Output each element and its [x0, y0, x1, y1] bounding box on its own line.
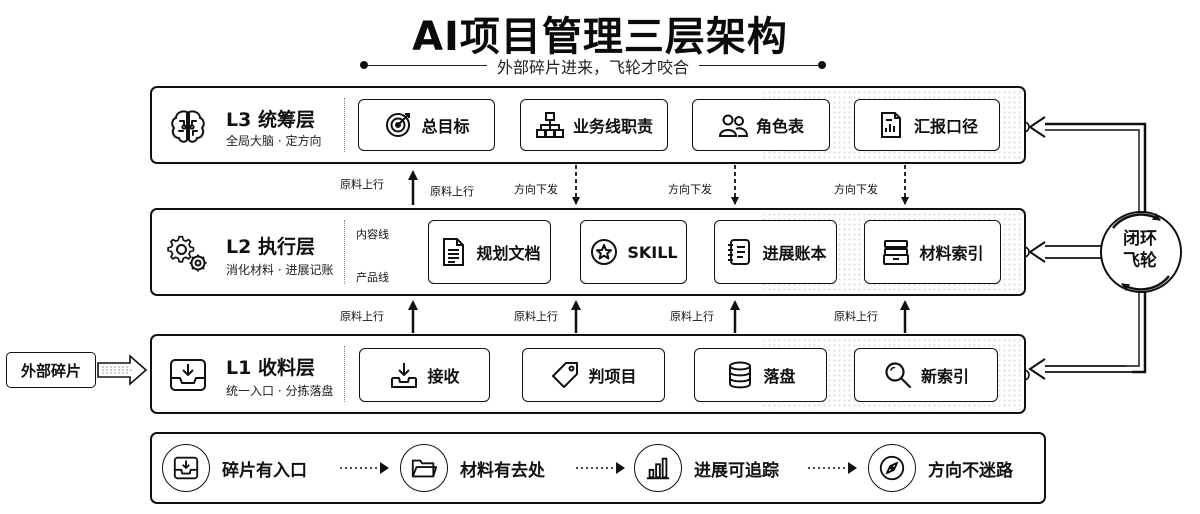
- benefit-label: 进展可追踪: [694, 460, 779, 481]
- content-line-label: 内容线: [356, 228, 389, 241]
- l2-box-label: 材料索引: [919, 244, 984, 263]
- direction-down-label: 方向下发: [668, 183, 712, 196]
- raw-up-label: 原料上行: [670, 310, 714, 323]
- benefits-bar: 碎片有入口 材料有去处 进展可追踪 方向不迷路: [150, 432, 1046, 504]
- benefit-item: 方向不迷路: [868, 434, 1013, 502]
- l1-box-label: 落盘: [763, 367, 796, 386]
- l3-box-report[interactable]: 汇报口径: [854, 99, 1000, 151]
- benefit-label: 材料有去处: [460, 460, 545, 481]
- page-title: AI项目管理三层架构: [412, 14, 788, 60]
- benefit-label: 碎片有入口: [222, 460, 307, 481]
- database-icon: [729, 361, 752, 389]
- layer-l3: L3 统筹层 全局大脑 · 定方向 总目标 业务线职责 角色表 汇报口径: [150, 86, 1026, 164]
- l1-box-classify[interactable]: 判项目: [522, 348, 665, 402]
- subtitle-dot-left: [360, 61, 368, 69]
- external-fragments-box: 外部碎片: [6, 352, 96, 388]
- l2-box-skill[interactable]: SKILL: [580, 220, 687, 284]
- layer-l3-header: L3 统筹层 全局大脑 · 定方向: [166, 88, 346, 162]
- benefit-icon-circle: [634, 444, 682, 492]
- l3-box-business-lines[interactable]: 业务线职责: [520, 99, 668, 151]
- l2-box-material-index[interactable]: 材料索引: [864, 220, 1001, 284]
- benefit-icon-circle: [400, 444, 448, 492]
- raw-up-label: 原料上行: [514, 310, 558, 323]
- external-input-arrow: [97, 354, 148, 386]
- layer-l1-title: L1 收料层: [226, 357, 315, 379]
- raw-up-arrows-l1-l2: [408, 300, 910, 333]
- archive-icon: [883, 240, 910, 265]
- direction-down-label: 方向下发: [834, 183, 878, 196]
- layer-l2-title: L2 执行层: [226, 236, 315, 258]
- layer-divider: [344, 220, 345, 284]
- layer-l1: L1 收料层 统一入口 · 分拣落盘 接收 判项目 落盘 新索引: [150, 334, 1026, 414]
- layer-l2-header: L2 执行层 消化材料 · 进展记账: [166, 210, 346, 294]
- benefit-icon-circle: [162, 444, 210, 492]
- l3-box-label: 角色表: [755, 117, 804, 136]
- compass-icon: [879, 455, 905, 481]
- star-badge-icon: [591, 239, 618, 265]
- benefit-item: 进展可追踪: [634, 434, 779, 502]
- benefit-item: 碎片有入口: [162, 434, 307, 502]
- layer-divider: [344, 98, 345, 152]
- layer-divider: [344, 346, 345, 402]
- l1-box-new-index[interactable]: 新索引: [854, 348, 998, 402]
- direction-down-label: 方向下发: [514, 183, 558, 196]
- l3-box-label: 业务线职责: [572, 117, 653, 136]
- folder-icon: [411, 459, 438, 478]
- inbox-icon: [170, 359, 206, 391]
- layer-l2-desc: 消化材料 · 进展记账: [226, 263, 334, 277]
- l3-box-label: 总目标: [421, 117, 470, 136]
- users-icon: [718, 114, 748, 137]
- layer-l3-title: L3 统筹层: [226, 109, 315, 131]
- benefit-icon-circle: [868, 444, 916, 492]
- bar-chart-icon: [646, 457, 670, 480]
- notebook-icon: [728, 239, 751, 265]
- l1-box-label: 新索引: [920, 367, 969, 386]
- gears-icon: [167, 235, 207, 272]
- raw-up-label: 原料上行: [834, 310, 878, 323]
- report-icon: [880, 112, 901, 138]
- subtitle: 外部碎片进来，飞轮才咬合: [360, 54, 826, 78]
- l2-box-label: 规划文档: [476, 244, 541, 263]
- subtitle-row: 外部碎片进来，飞轮才咬合: [360, 54, 826, 78]
- l1-box-label: 判项目: [588, 367, 637, 386]
- l2-box-label: 进展账本: [762, 244, 827, 263]
- l3-box-label: 汇报口径: [913, 117, 978, 136]
- subtitle-text: 外部碎片进来，飞轮才咬合: [486, 58, 699, 77]
- benefit-label: 方向不迷路: [928, 460, 1013, 481]
- document-icon: [443, 238, 465, 266]
- target-icon: [386, 113, 411, 137]
- org-chart-icon: [535, 112, 564, 138]
- loop-label-line2: 飞轮: [1123, 251, 1157, 271]
- tag-icon: [552, 362, 579, 388]
- layer-l1-desc: 统一入口 · 分拣落盘: [226, 384, 334, 398]
- layer-l1-header: L1 收料层 统一入口 · 分拣落盘: [166, 336, 346, 412]
- l2-box-plan-doc[interactable]: 规划文档: [428, 220, 551, 284]
- l2-box-progress-ledger[interactable]: 进展账本: [714, 220, 837, 284]
- magnifier-icon: [885, 362, 912, 389]
- inbox-icon: [173, 456, 199, 480]
- l3-box-roles[interactable]: 角色表: [692, 99, 830, 151]
- bottom-flow-arrowheads: [380, 462, 857, 474]
- raw-up-label: 原料上行: [340, 310, 384, 323]
- l1-box-label: 接收: [427, 367, 460, 386]
- brain-icon: [171, 110, 205, 143]
- subtitle-dot-right: [818, 61, 826, 69]
- layer-l3-desc: 全局大脑 · 定方向: [226, 134, 322, 148]
- l2-box-label: SKILL: [627, 242, 678, 262]
- raw-up-label: 原料上行: [430, 185, 474, 198]
- download-tray-icon: [391, 363, 418, 388]
- l1-box-store[interactable]: 落盘: [694, 348, 827, 402]
- product-line-label: 产品线: [356, 271, 389, 284]
- layer-l2: L2 执行层 消化材料 · 进展记账 内容线 产品线 规划文档 SKILL 进展…: [150, 208, 1026, 296]
- l3-box-goal[interactable]: 总目标: [358, 99, 495, 151]
- l1-box-receive[interactable]: 接收: [359, 348, 490, 402]
- raw-up-label: 原料上行: [340, 178, 384, 191]
- benefit-item: 材料有去处: [400, 434, 545, 502]
- closed-loop-flywheel: 闭环 飞轮: [1105, 228, 1175, 272]
- loop-label-line1: 闭环: [1123, 229, 1157, 249]
